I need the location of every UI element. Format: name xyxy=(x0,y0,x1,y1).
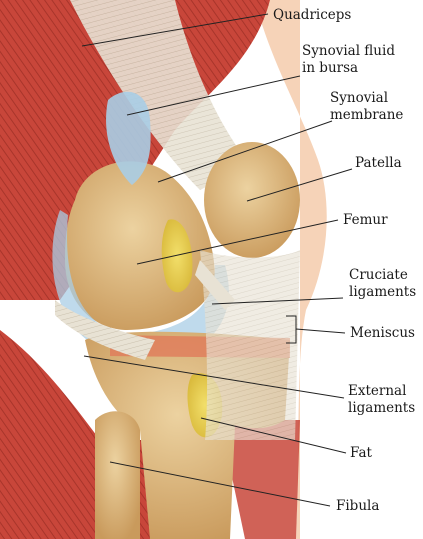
label-external-line2: ligaments xyxy=(348,400,415,416)
label-fat: Fat xyxy=(350,445,372,461)
label-meniscus: Meniscus xyxy=(350,325,415,341)
label-fibula: Fibula xyxy=(336,498,379,514)
fibula-bone xyxy=(95,411,140,539)
label-cruciate-line2: ligaments xyxy=(349,284,416,300)
label-external-line1: External xyxy=(348,383,406,399)
patella-bone xyxy=(204,142,300,258)
label-femur: Femur xyxy=(343,212,388,228)
label-synovial-membrane-line1: Synovial xyxy=(330,90,388,106)
label-cruciate-line1: Cruciate xyxy=(349,267,408,283)
label-quadriceps: Quadriceps xyxy=(273,7,351,23)
label-synovial-fluid-line2: in bursa xyxy=(302,60,358,76)
label-patella: Patella xyxy=(355,155,402,171)
label-synovial-fluid-line1: Synovial fluid xyxy=(302,43,395,59)
femur-bone xyxy=(65,161,215,330)
label-synovial-membrane-line2: membrane xyxy=(330,107,403,123)
